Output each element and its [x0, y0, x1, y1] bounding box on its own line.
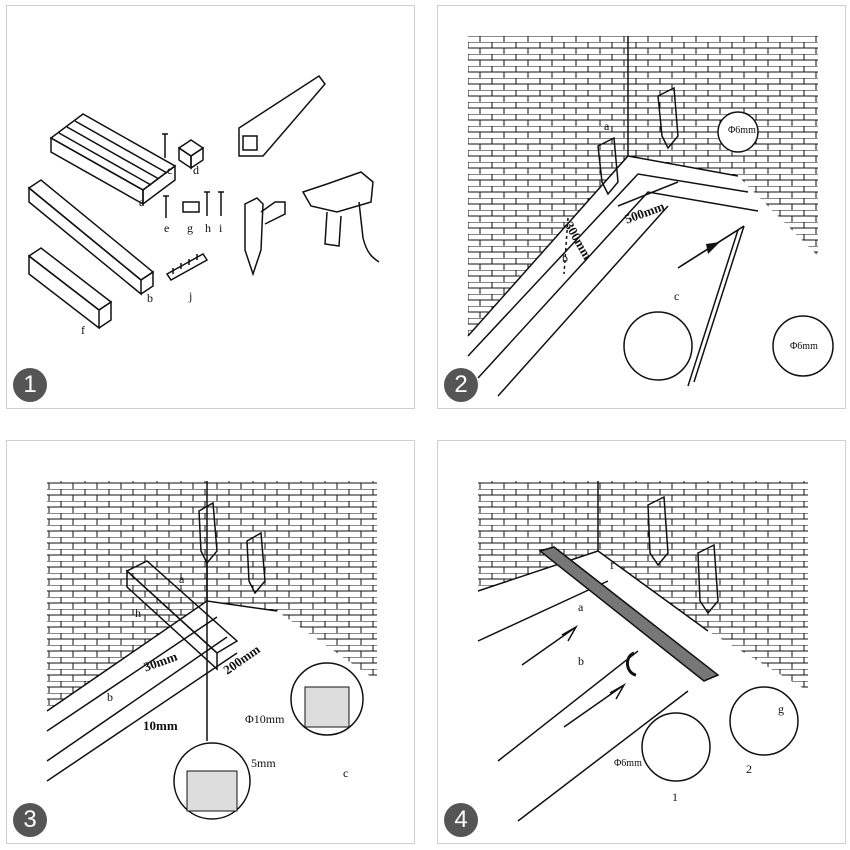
- ribbed-board-a: [49, 113, 177, 206]
- label-d: d: [193, 163, 199, 177]
- detail-1-label: 1: [672, 790, 678, 804]
- clip-g: [182, 201, 200, 213]
- label-f: f: [610, 558, 614, 572]
- brick-wall: [478, 481, 808, 691]
- label-b: b: [107, 690, 113, 704]
- dim-10mm: 10mm: [143, 718, 178, 733]
- brick-wall: [468, 36, 818, 336]
- label-b: b: [578, 654, 584, 668]
- top-cover-strip: [538, 546, 720, 682]
- label-b: b: [562, 251, 568, 265]
- label-a: a: [179, 572, 185, 586]
- label-c: c: [343, 766, 349, 780]
- label-j: j: [189, 289, 193, 303]
- brick-wall: [47, 481, 377, 711]
- label-f: f: [81, 323, 85, 337]
- label-g: g: [187, 221, 193, 235]
- label-e: e: [164, 221, 170, 235]
- label-a: a: [578, 600, 584, 614]
- label-c: c: [674, 289, 680, 303]
- step-1-panel: a b c d e f g h i j 1: [6, 5, 415, 409]
- saw: [238, 74, 326, 157]
- label-h: h: [135, 606, 141, 620]
- detail-2-label: 2: [746, 762, 752, 776]
- level-tool: [244, 197, 286, 277]
- label-h: h: [205, 221, 211, 235]
- step-number-badge: 2: [444, 368, 478, 402]
- dia-bottom: Φ6mm: [790, 341, 818, 352]
- label-c: c: [167, 163, 173, 177]
- drill: [301, 171, 380, 263]
- label-b: b: [147, 291, 153, 305]
- label-a: a: [139, 195, 145, 209]
- step-number-badge: 1: [13, 368, 47, 402]
- step-2-illustration: [467, 36, 834, 397]
- screws: [162, 133, 224, 218]
- anchor-d: [177, 139, 205, 170]
- dia-top: Φ6mm: [728, 125, 756, 136]
- step-2-panel: 300mm 500mm Φ6mm Φ6mm a b c 2: [437, 5, 846, 409]
- label-i: i: [219, 221, 223, 235]
- label-a: a: [604, 119, 610, 133]
- label-g: g: [778, 702, 784, 716]
- angle-profile-f: [27, 247, 113, 330]
- bracket-j: [165, 253, 209, 281]
- step-3-panel: 30mm 200mm 10mm Φ10mm 5mm a b c h 3: [6, 440, 415, 844]
- dia-10mm: Φ10mm: [245, 712, 285, 726]
- magnifier-circles: [641, 686, 799, 782]
- step-4-illustration: [477, 481, 808, 822]
- rotate-arrow: [626, 651, 637, 677]
- step-3-illustration: [46, 481, 377, 820]
- dia-6mm: Φ6mm: [614, 758, 642, 769]
- step-1-parts-illustration: [27, 74, 380, 330]
- step-4-panel: Φ6mm a b f g 1 2 4: [437, 440, 846, 844]
- depth-5mm: 5mm: [251, 756, 276, 770]
- magnifier-circles: [623, 111, 834, 381]
- profile-b: [27, 179, 155, 296]
- step-number-badge: 4: [444, 803, 478, 837]
- step-number-badge: 3: [13, 803, 47, 837]
- rotate-arrow: [706, 242, 720, 254]
